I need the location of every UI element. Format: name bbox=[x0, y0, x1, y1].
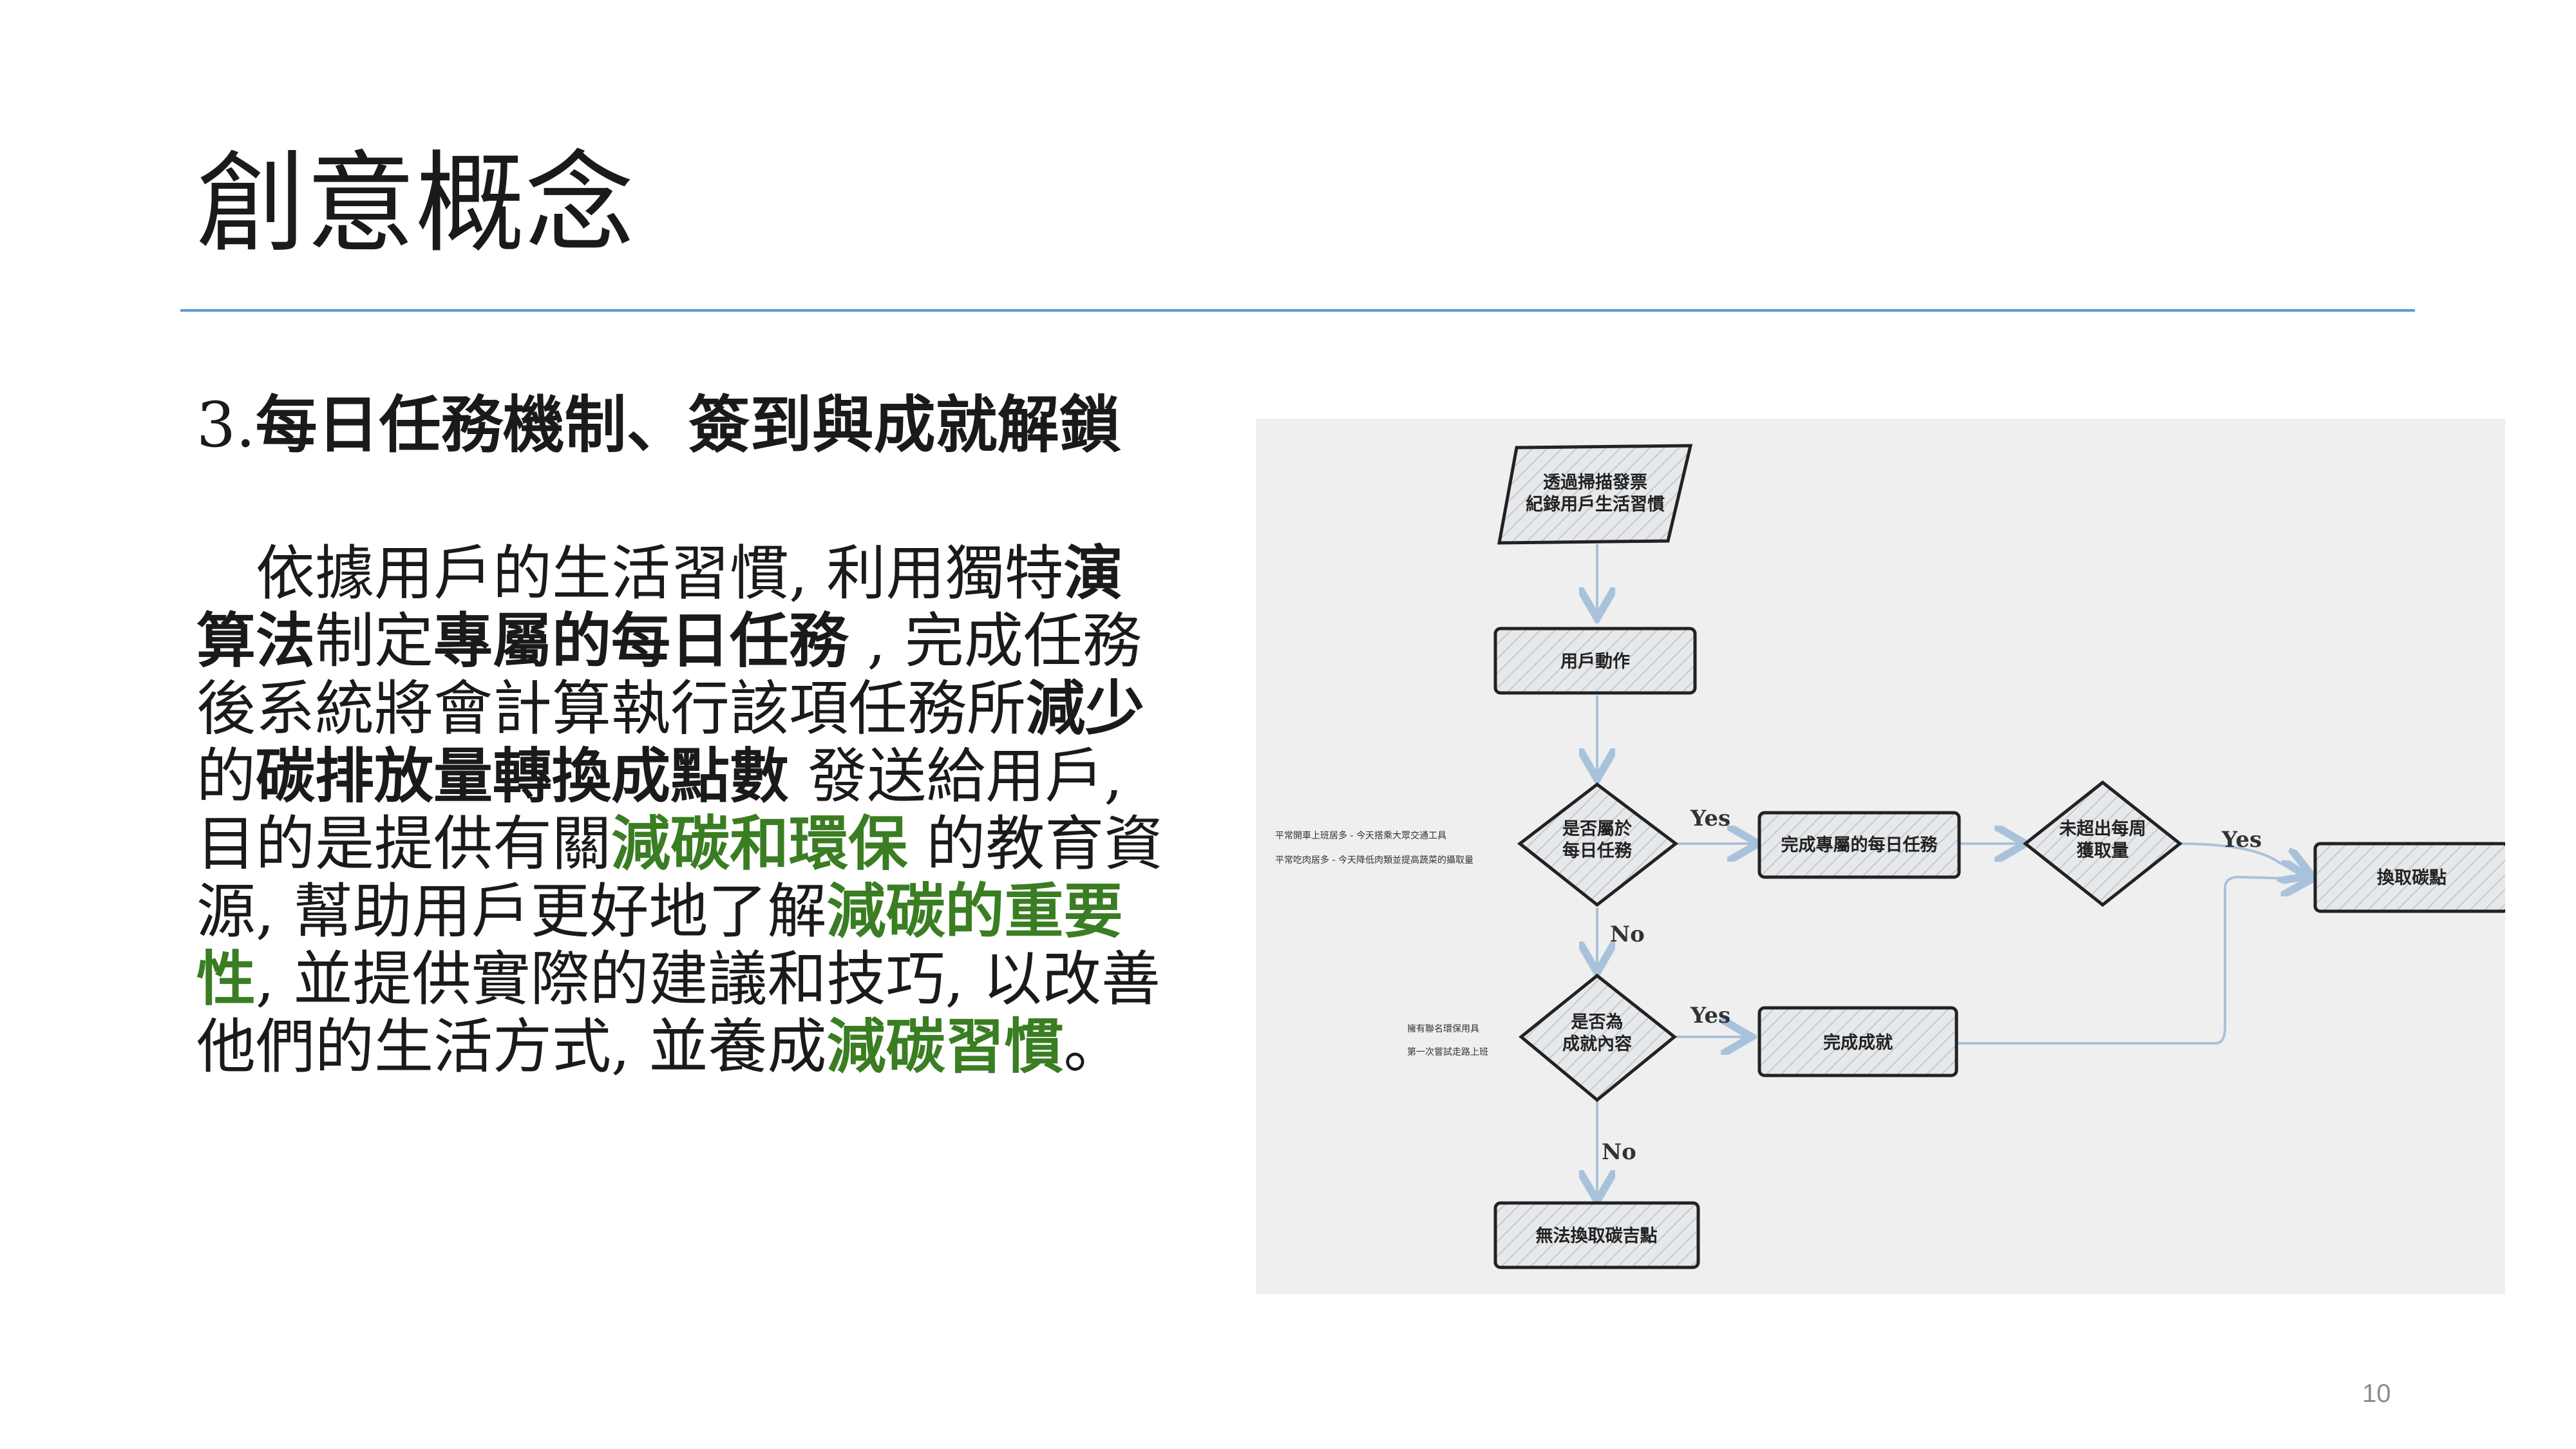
flow-decision2-node bbox=[1519, 973, 1677, 1103]
flow-weekly-line2: 獲取量 bbox=[2077, 841, 2129, 861]
page-number: 10 bbox=[2362, 1379, 2391, 1408]
flow-decision1-yes: Yes bbox=[1690, 806, 1730, 831]
flow-decision1-line1: 是否屬於 bbox=[1562, 819, 1633, 839]
flow-start-line2: 紀錄用戶生活習慣 bbox=[1526, 494, 1665, 515]
flow-achievement-node bbox=[1757, 1006, 1958, 1077]
body-text-segment: 後系統將會計算執行該項任務所 bbox=[196, 674, 1027, 743]
body-line: 算法制定專屬的每日任務 , 完成任務 bbox=[196, 607, 1227, 675]
bold-text: 減少 bbox=[1026, 674, 1145, 743]
flow-decision2-yes: Yes bbox=[1690, 1003, 1730, 1028]
flow-weekly-line1: 未超出每周 bbox=[2060, 819, 2146, 839]
bold-text: 算法 bbox=[196, 606, 316, 676]
body-text-segment: 的教育資 bbox=[907, 810, 1164, 878]
body-line: 性, 並提供實際的建議和技巧, 以改善 bbox=[196, 945, 1227, 1013]
highlight-green-text: 性 bbox=[196, 944, 256, 1014]
section-heading-text: 每日任務機制、簽到與成就解鎖 bbox=[255, 388, 1121, 461]
flow-redeem-node bbox=[2313, 842, 2505, 913]
arrow-weekly-yes bbox=[2176, 842, 2312, 876]
body-text-segment: 發送給用戶, bbox=[789, 742, 1123, 811]
flow-start-node bbox=[1497, 444, 1693, 545]
flow-decision1-note1: 平常開車上班居多 - 今天搭乘大眾交通工具 bbox=[1275, 830, 1446, 841]
body-text-segment: 源, 幫助用戶更好地了解 bbox=[196, 877, 827, 946]
arrow-achievement-to-redeem bbox=[1958, 877, 2312, 1045]
flow-decision2-line2: 成就內容 bbox=[1562, 1034, 1632, 1054]
flow-task-done-text: 完成專屬的每日任務 bbox=[1781, 835, 1938, 855]
flow-weekly-yes: Yes bbox=[2221, 827, 2262, 853]
body-text-segment: 制定 bbox=[315, 607, 434, 676]
flow-decision1-node bbox=[1517, 782, 1679, 907]
flow-start-line1: 透過掃描發票 bbox=[1543, 473, 1647, 493]
flow-action-node bbox=[1493, 627, 1697, 695]
bold-text: 演 bbox=[1063, 538, 1123, 608]
body-paragraph: 依據用戶的生活習慣, 利用獨特演算法制定專屬的每日任務 , 完成任務後系統將會計… bbox=[196, 540, 1227, 1081]
slide-title: 創意概念 bbox=[196, 140, 635, 268]
body-line: 依據用戶的生活習慣, 利用獨特演 bbox=[196, 540, 1227, 607]
flow-decision1-note2: 平常吃肉居多 - 今天降低肉類並提高蔬菜的攝取量 bbox=[1275, 855, 1473, 866]
flow-task-done-node bbox=[1757, 811, 1961, 879]
body-text-segment: 依據用戶的生活習慣, 利用獨特 bbox=[196, 539, 1064, 608]
body-line: 源, 幫助用戶更好地了解減碳的重要 bbox=[196, 878, 1227, 945]
flow-weekly-decision-node bbox=[2022, 780, 2183, 907]
highlight-green-text: 減碳的重要 bbox=[826, 876, 1123, 946]
flow-fail-node bbox=[1493, 1201, 1700, 1269]
body-text-segment: , 完成任務 bbox=[848, 607, 1142, 676]
body-text-segment: 。 bbox=[1063, 1012, 1123, 1081]
highlight-green-text: 減碳習慣 bbox=[826, 1012, 1064, 1081]
flow-decision1-no: No bbox=[1610, 922, 1645, 947]
flow-decision2-note1: 擁有聯名環保用具 bbox=[1407, 1024, 1479, 1034]
body-line: 他們的生活方式, 並養成減碳習慣。 bbox=[196, 1013, 1227, 1081]
flow-decision2-note2: 第一次嘗試走路上班 bbox=[1407, 1046, 1488, 1057]
flowchart-figure: 透過掃描發票 紀錄用戶生活習慣 用戶動作 是否屬於 每日任務 平常開車上班居多 … bbox=[1256, 419, 2505, 1294]
flow-decision2-no: No bbox=[1602, 1139, 1636, 1165]
bold-text: 專屬的每日任務 bbox=[433, 606, 849, 676]
body-text-segment: 的 bbox=[196, 742, 256, 811]
body-line: 目的是提供有關減碳和環保 的教育資 bbox=[196, 810, 1227, 878]
flowchart-svg: 透過掃描發票 紀錄用戶生活習慣 用戶動作 是否屬於 每日任務 平常開車上班居多 … bbox=[1275, 444, 2505, 1269]
title-divider bbox=[180, 309, 2415, 312]
flow-decision1-line2: 每日任務 bbox=[1562, 840, 1633, 861]
body-text-segment: , 並提供實際的建議和技巧, 以改善 bbox=[256, 945, 1160, 1014]
flow-redeem-text: 換取碳點 bbox=[2377, 868, 2447, 888]
flow-action-text: 用戶動作 bbox=[1560, 652, 1630, 672]
body-text-segment: 他們的生活方式, 並養成 bbox=[196, 1012, 827, 1081]
flow-achievement-text: 完成成就 bbox=[1823, 1032, 1893, 1053]
body-line: 後系統將會計算執行該項任務所減少 bbox=[196, 675, 1227, 743]
section-number: 3. bbox=[196, 389, 256, 461]
section-heading: 3.每日任務機制、簽到與成就解鎖 bbox=[196, 394, 1121, 457]
highlight-green-text: 減碳和環保 bbox=[611, 809, 908, 878]
body-text-segment: 目的是提供有關 bbox=[196, 810, 612, 878]
flow-decision2-line1: 是否為 bbox=[1571, 1012, 1624, 1032]
bold-text: 碳排放量轉換成點數 bbox=[256, 741, 790, 811]
flow-fail-text: 無法換取碳吉點 bbox=[1536, 1226, 1658, 1246]
body-line: 的碳排放量轉換成點數 發送給用戶, bbox=[196, 743, 1227, 810]
